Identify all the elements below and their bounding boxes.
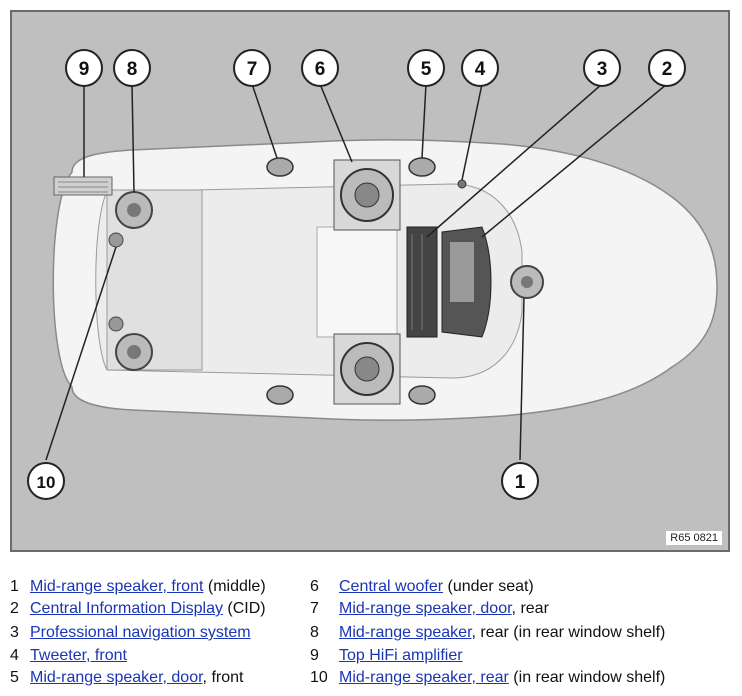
callout-4: 4 [461, 49, 499, 87]
svg-text:2: 2 [662, 59, 673, 80]
legend-link-3[interactable]: Professional navigation system [30, 624, 251, 641]
callout-lines [45, 83, 668, 461]
callout-3: 3 [583, 49, 621, 87]
callout-6: 6 [301, 49, 339, 87]
svg-text:5: 5 [421, 59, 432, 80]
legend-link-5[interactable]: Mid-range speaker, door [30, 669, 203, 686]
legend-link-9[interactable]: Top HiFi amplifier [339, 647, 463, 664]
svg-text:4: 4 [475, 59, 486, 80]
legend-link-7[interactable]: Mid-range speaker, door [339, 600, 512, 617]
woofer-bottom-cone [354, 356, 380, 382]
svg-text:9: 9 [79, 59, 90, 80]
callout-7: 7 [233, 49, 271, 87]
svg-text:10: 10 [37, 473, 56, 492]
center-console [316, 226, 398, 338]
legend-link-4[interactable]: Tweeter, front [30, 647, 127, 664]
callout-2: 2 [648, 49, 686, 87]
callout-5: 5 [407, 49, 445, 87]
legend-link-6[interactable]: Central woofer [339, 578, 444, 595]
speaker-rear-small [108, 232, 124, 248]
speaker-door-front-top [408, 157, 436, 177]
callout-9: 9 [65, 49, 103, 87]
svg-text:7: 7 [247, 59, 258, 80]
car-top-view: 1 2 3 4 5 6 7 8 [27, 49, 718, 500]
legend-link-8[interactable]: Mid-range speaker [339, 624, 472, 641]
callout-8: 8 [113, 49, 151, 87]
callout-10: 10 [27, 462, 65, 500]
callout-1: 1 [501, 462, 539, 500]
svg-text:3: 3 [597, 59, 608, 80]
speaker-door-rear-top [266, 157, 294, 177]
svg-text:6: 6 [315, 59, 326, 80]
figure-reference: R65 0821 [666, 531, 722, 545]
legend-link-10[interactable]: Mid-range speaker, rear [339, 669, 509, 686]
svg-text:1: 1 [515, 472, 526, 493]
speaker-door-rear-bottom [266, 385, 294, 405]
tweeter-front [457, 179, 467, 189]
car-speaker-diagram: 1 2 3 4 5 6 7 8 [10, 10, 730, 552]
svg-text:8: 8 [127, 59, 138, 80]
cid-screen [450, 242, 474, 302]
woofer-top-cone [354, 182, 380, 208]
legend-link-2[interactable]: Central Information Display [30, 600, 223, 617]
speaker-door-front-bottom [408, 385, 436, 405]
legend-link-1[interactable]: Mid-range speaker, front [30, 578, 204, 595]
